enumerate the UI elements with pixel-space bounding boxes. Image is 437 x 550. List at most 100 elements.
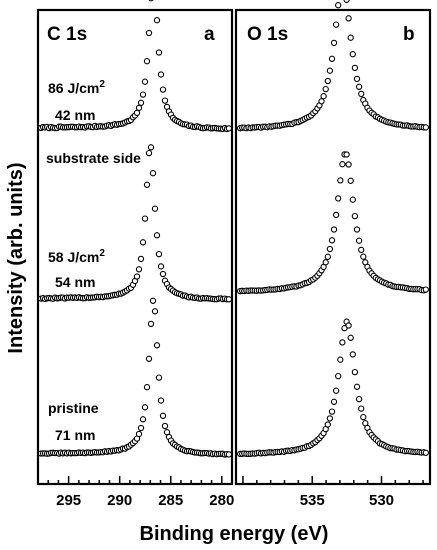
- substrate-side-label: substrate side: [46, 150, 141, 166]
- x-tick-label-b-535: 535: [300, 492, 325, 509]
- data-point-a-3-58: [153, 342, 161, 349]
- data-point-a-2-60: [157, 263, 165, 270]
- data-point-a-3-94: [225, 451, 233, 458]
- data-point-a-2-59: [155, 250, 163, 258]
- data-point-b-1-52: [345, 15, 352, 22]
- data-point-b-3-54: [349, 351, 356, 358]
- panel-a-frame: [36, 8, 234, 486]
- data-point-b-2-41: [322, 259, 329, 266]
- data-point-a-1-51: [139, 91, 147, 98]
- panel-a: C 1s a 86 J/cm2 42 nm substrate side 58 …: [36, 0, 234, 509]
- data-point-b-3-42: [324, 421, 331, 428]
- data-point-a-2-55: [147, 144, 155, 151]
- data-point-b-3-57: [355, 395, 363, 403]
- data-point-b-1-44: [328, 55, 336, 62]
- data-point-a-2-51: [139, 239, 147, 246]
- data-point-b-3-53: [347, 334, 354, 341]
- data-point-a-1-50: [137, 99, 145, 106]
- data-point-b-1-46: [332, 21, 340, 28]
- data-point-a-1-54: [145, 29, 153, 37]
- data-point-a-3-62: [161, 422, 169, 430]
- data-point-b-1-51: [343, 0, 350, 3]
- data-point-a-2-94: [225, 296, 233, 303]
- data-point-b-2-46: [332, 211, 340, 219]
- data-point-b-2-44: [328, 237, 336, 244]
- data-point-a-3-57: [151, 308, 159, 315]
- x-tick-label-a-280: 280: [209, 492, 234, 509]
- data-point-b-3-48: [337, 356, 344, 363]
- data-point-a-3-56: [149, 297, 157, 304]
- data-point-b-1-55: [351, 64, 359, 72]
- data-point-b-2-43: [326, 245, 334, 253]
- data-point-a-3-52: [141, 404, 149, 411]
- data-point-a-1-52: [141, 78, 149, 85]
- data-point-b-3-58: [358, 405, 365, 412]
- data-point-a-2-61: [159, 270, 167, 278]
- data-point-b-2-54: [349, 196, 356, 203]
- data-point-b-1-43: [326, 67, 334, 74]
- x-tick-label-a-290: 290: [107, 492, 132, 509]
- panel-a-title: C 1s: [47, 24, 87, 45]
- data-point-b-3-59: [360, 413, 367, 421]
- data-point-a-1-62: [161, 97, 169, 104]
- pristine-label: pristine: [48, 400, 99, 416]
- thickness-bottom-label: 71 nm: [55, 427, 95, 443]
- thickness-mid-label: 54 nm: [55, 274, 95, 290]
- data-point-a-2-56: [149, 170, 157, 177]
- data-point-b-3-89: [422, 449, 429, 456]
- data-point-a-1-48: [133, 109, 141, 117]
- data-point-b-3-43: [326, 415, 334, 422]
- x-axis-label: Binding energy (eV): [140, 523, 329, 545]
- data-point-b-1-53: [347, 34, 354, 41]
- data-point-b-2-55: [351, 212, 359, 220]
- data-point-b-3-46: [332, 387, 340, 394]
- data-point-b-3-47: [335, 372, 342, 380]
- data-point-a-1-55: [148, 0, 154, 2]
- panel-b-data-points: [237, 0, 429, 458]
- data-point-b-1-57: [355, 83, 363, 90]
- data-point-a-3-50: [137, 424, 145, 432]
- data-point-a-3-55: [147, 320, 155, 328]
- thickness-top-label: 42 nm: [55, 107, 95, 123]
- data-point-a-2-57: [151, 205, 159, 212]
- data-point-b-1-89: [422, 124, 429, 131]
- data-point-b-2-89: [422, 286, 429, 293]
- data-point-a-3-61: [159, 412, 167, 419]
- panel-b-x-ticks: 535 530: [242, 476, 424, 509]
- data-point-b-3-44: [328, 408, 336, 415]
- panel-b-title: O 1s: [247, 24, 288, 45]
- data-point-a-3-53: [143, 384, 151, 391]
- data-point-a-3-49: [135, 430, 143, 438]
- data-point-a-3-60: [157, 397, 165, 404]
- data-point-a-1-94: [225, 125, 233, 132]
- data-point-a-1-53: [143, 58, 151, 65]
- data-point-a-3-51: [139, 416, 147, 423]
- data-point-b-3-49: [339, 339, 346, 346]
- data-point-a-3-54: [145, 355, 153, 362]
- x-tick-label-a-295: 295: [56, 492, 81, 509]
- data-point-b-3-52: [345, 322, 352, 329]
- data-point-b-1-58: [358, 90, 365, 98]
- data-point-b-1-42: [324, 77, 331, 85]
- data-point-a-2-53: [143, 181, 151, 188]
- data-point-b-1-47: [335, 2, 342, 9]
- data-point-b-3-45: [330, 398, 338, 405]
- data-point-a-1-59: [155, 49, 163, 56]
- panel-b-frame: [234, 8, 432, 486]
- data-point-b-2-45: [330, 226, 338, 233]
- data-point-b-1-56: [353, 75, 361, 83]
- data-point-b-1-40: [320, 93, 327, 100]
- panel-a-data-points: [37, 0, 233, 458]
- data-point-a-2-50: [137, 255, 145, 263]
- data-point-b-2-53: [347, 177, 354, 184]
- y-axis-label: Intensity (arb. units): [5, 162, 27, 353]
- data-point-a-2-48: [133, 273, 141, 280]
- fluence-top-label: 86 J/cm2: [48, 79, 105, 96]
- x-tick-label-b-530: 530: [369, 492, 394, 509]
- data-point-a-2-49: [135, 266, 143, 273]
- data-point-a-2-58: [153, 232, 161, 239]
- fluence-mid-label: 58 J/cm2: [48, 248, 105, 265]
